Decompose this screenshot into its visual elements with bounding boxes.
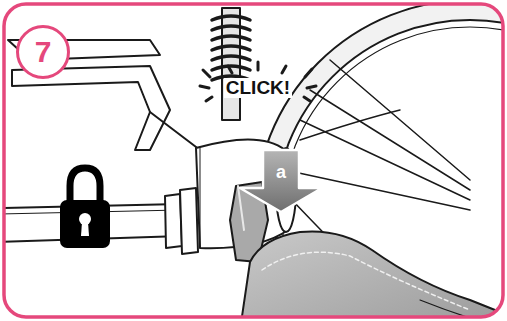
step-number-circle: 7: [16, 25, 70, 79]
step-number: 7: [35, 35, 52, 69]
click-sound-text: CLICK!: [224, 78, 292, 99]
callout-letter: a: [274, 163, 288, 183]
